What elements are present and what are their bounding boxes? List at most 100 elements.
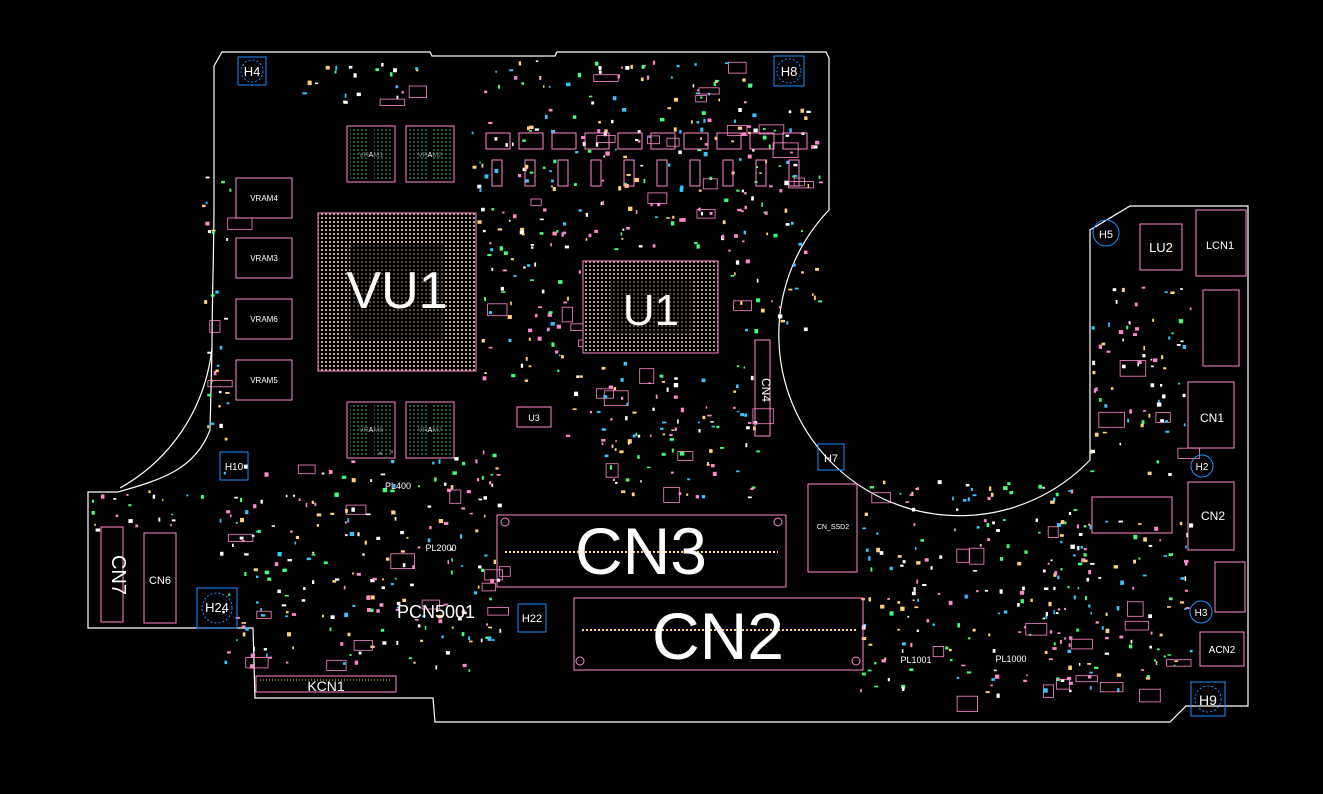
smd-component [755, 166, 758, 168]
smd-component [343, 100, 348, 104]
smd-component [695, 495, 700, 499]
pcn5000-chip [1091, 496, 1173, 534]
smd-component [548, 108, 553, 112]
hole-h5: H5 [1092, 219, 1120, 247]
smd-component [778, 165, 782, 167]
smd-component [529, 125, 534, 129]
smd-component [666, 387, 669, 392]
smd-component [518, 61, 522, 66]
smd-component [535, 60, 539, 62]
lcn1-connector: LCN1 [1195, 209, 1247, 277]
smd-component [1130, 639, 1133, 644]
smd-component [450, 485, 454, 490]
smd-component [1163, 367, 1167, 370]
smd-component [171, 513, 174, 516]
smd-component [393, 484, 396, 488]
smd-component [996, 529, 1000, 532]
smd-component [909, 493, 913, 496]
smd-component [920, 539, 924, 542]
smd-component [655, 394, 658, 399]
smd-component [736, 384, 739, 389]
smd-component [335, 578, 340, 581]
smd-component [585, 212, 588, 217]
smd-component [408, 85, 428, 99]
smd-component [887, 598, 890, 600]
smd-component [1089, 686, 1092, 690]
smd-component [260, 614, 266, 617]
inductor [683, 132, 709, 150]
smd-component [391, 460, 395, 464]
smd-component [487, 253, 492, 257]
smd-component [801, 271, 804, 274]
smd-component [762, 135, 767, 140]
smd-component [223, 471, 226, 475]
smd-component [351, 460, 356, 464]
smd-component [771, 300, 773, 303]
smd-component [679, 218, 683, 222]
smd-component [1184, 576, 1187, 581]
smd-component [450, 548, 453, 551]
smd-component [1069, 636, 1073, 640]
smd-component [876, 532, 879, 535]
smd-component [962, 499, 967, 502]
smd-component [334, 70, 337, 74]
vram5-label: VRAM5 [250, 376, 278, 385]
smd-component [756, 450, 760, 453]
smd-component [528, 328, 533, 333]
smd-component [1134, 302, 1138, 307]
smd-component [1179, 521, 1183, 526]
smd-component [879, 551, 884, 555]
smd-component [366, 513, 371, 516]
vram6-chip [235, 298, 293, 340]
smd-component [887, 678, 890, 682]
smd-component [709, 176, 713, 180]
svg-text:KCN1: KCN1 [307, 678, 345, 694]
smd-component [680, 407, 684, 413]
smd-component [711, 425, 715, 428]
smd-component [733, 119, 736, 123]
smd-component [992, 521, 995, 525]
smd-component [1173, 664, 1176, 667]
smd-component [773, 129, 776, 132]
smd-component [640, 480, 642, 483]
cn2-side-connector: CN2 [1187, 481, 1235, 551]
smd-component [1024, 550, 1028, 554]
smd-component [1003, 519, 1006, 521]
smd-component [1047, 526, 1059, 538]
smd-component [588, 233, 592, 238]
smd-component [702, 178, 718, 190]
smd-component [379, 98, 406, 106]
smd-component [733, 300, 752, 312]
smd-component [1018, 631, 1022, 633]
smd-component [1184, 608, 1187, 610]
smd-component [745, 259, 750, 264]
smd-component [1124, 620, 1149, 631]
capacitor [722, 159, 734, 187]
smd-component [900, 606, 905, 611]
smd-component [1105, 628, 1110, 634]
smd-component [1155, 661, 1158, 665]
smd-component [530, 244, 534, 246]
inductor [749, 132, 775, 150]
smd-component [611, 119, 614, 124]
smd-component [650, 434, 652, 437]
smd-component [395, 609, 399, 611]
smd-component [697, 148, 702, 152]
smd-component [1151, 365, 1154, 368]
smd-component [1090, 470, 1095, 473]
smd-component [740, 301, 743, 305]
smd-component [916, 579, 919, 584]
smd-component [620, 378, 624, 382]
smd-component [641, 64, 645, 69]
smd-component [294, 541, 297, 545]
smd-component [396, 640, 399, 645]
smd-component [758, 124, 785, 135]
smd-component [813, 145, 818, 149]
smd-component [479, 161, 481, 164]
smd-component [1105, 612, 1108, 617]
smd-component [707, 118, 712, 123]
smd-component [556, 230, 559, 233]
smd-component [710, 464, 715, 468]
smd-component [566, 82, 571, 87]
smd-component [792, 175, 795, 178]
